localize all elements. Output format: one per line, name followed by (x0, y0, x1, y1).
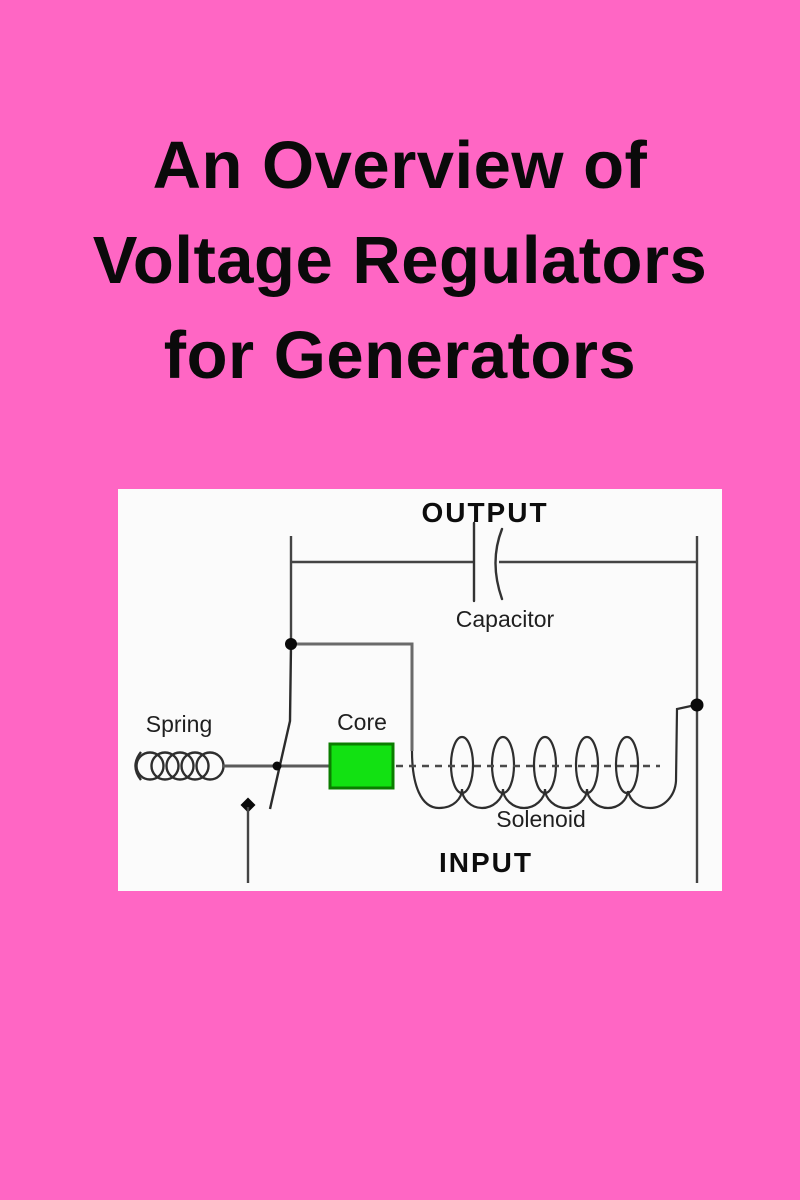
page-title: An Overview of Voltage Regulators for Ge… (0, 118, 800, 403)
branch-wire (291, 642, 414, 751)
input-contact-diamond (240, 797, 256, 813)
junction-dot-right (690, 698, 704, 712)
solenoid-label: Solenoid (496, 806, 586, 832)
spring-symbol (134, 751, 225, 781)
circuit-diagram: OUTPUT Capacitor Spring Core Solenoid IN… (118, 489, 722, 891)
junction-dot-blade (272, 761, 282, 771)
output-bus-wire (289, 536, 699, 883)
core-label: Core (337, 709, 387, 735)
junction-dot-left (285, 638, 297, 650)
title-line-2: Voltage Regulators (92, 223, 708, 298)
capacitor-label: Capacitor (456, 606, 555, 632)
switch-blade (268, 644, 293, 810)
solenoid-coil (410, 704, 692, 810)
core-symbol (328, 742, 395, 790)
spring-label: Spring (146, 711, 212, 737)
title-line-1: An Overview of (152, 128, 648, 203)
input-label: INPUT (439, 847, 533, 878)
title-line-3: for Generators (163, 318, 637, 393)
output-label: OUTPUT (421, 497, 548, 528)
capacitor-symbol (472, 521, 504, 603)
